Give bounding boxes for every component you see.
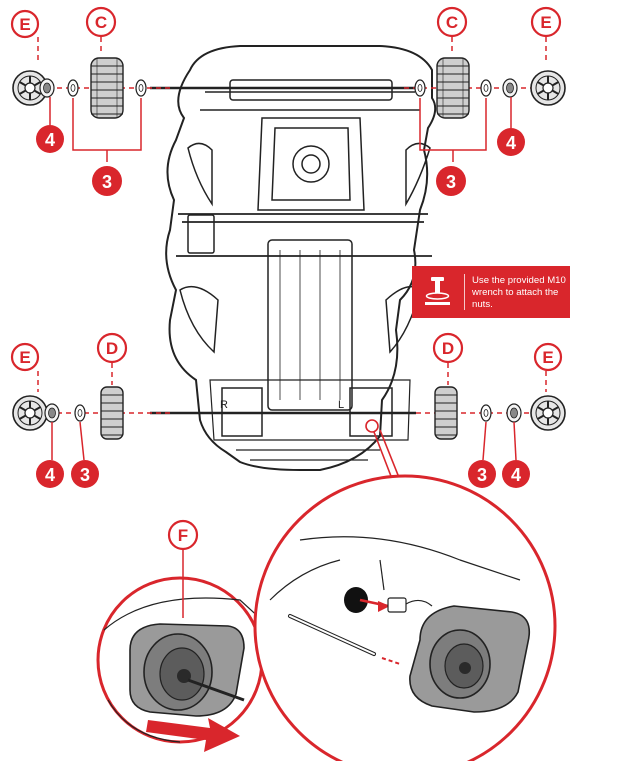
label-3-front-left: 3 xyxy=(102,172,112,192)
note-text: Use the provided M10 wrench to attach th… xyxy=(472,275,566,310)
label-4-front-left: 4 xyxy=(45,130,55,150)
label-circle-e-rear-right xyxy=(533,342,563,372)
label-c-right: C xyxy=(446,13,458,32)
washer-front-right-inner xyxy=(414,79,426,97)
label-circle-3-rear-right xyxy=(468,460,496,488)
tire-front-left xyxy=(90,57,124,119)
label-circle-d-right xyxy=(432,332,464,364)
label-circle-c-left xyxy=(85,6,117,38)
tire-front-right xyxy=(436,57,470,119)
label-circle-4-rear-right xyxy=(502,460,530,488)
label-4-front-right: 4 xyxy=(506,133,516,153)
label-circle-3-front-left xyxy=(92,166,122,196)
label-e-rear-left: E xyxy=(19,348,30,367)
washer-front-right-outer xyxy=(480,79,492,97)
rim-rear-right xyxy=(530,395,566,431)
detail-motor-installed xyxy=(96,549,264,752)
chassis-mark-right: R xyxy=(220,399,228,411)
socket-hole xyxy=(344,587,368,613)
label-circle-d-left xyxy=(96,332,128,364)
label-circle-3-rear-left xyxy=(71,460,99,488)
label-c-left: C xyxy=(95,13,107,32)
label-3-rear-left: 3 xyxy=(80,465,90,485)
label-e-front-right: E xyxy=(540,13,551,32)
wire-plug xyxy=(387,597,407,613)
note-divider xyxy=(464,274,465,310)
label-e-front-left: E xyxy=(19,15,30,34)
nut-front-left xyxy=(39,78,55,98)
label-3-rear-right: 3 xyxy=(477,465,487,485)
label-circle-4-rear-left xyxy=(36,460,64,488)
label-d-left: D xyxy=(106,339,118,358)
label-e-rear-right: E xyxy=(542,348,553,367)
label-circle-4-front-right xyxy=(497,128,525,156)
nut-rear-right xyxy=(506,403,522,423)
label-circle-c-right xyxy=(436,6,468,38)
rim-front-right xyxy=(530,70,566,106)
label-circle-4-front-left xyxy=(36,125,64,153)
label-f: F xyxy=(178,526,188,545)
washer-front-left-outer xyxy=(67,79,79,97)
wrench-icon xyxy=(425,277,450,305)
washer-front-left-inner xyxy=(135,79,147,97)
label-3-front-right: 3 xyxy=(446,172,456,192)
label-4-rear-left: 4 xyxy=(45,465,55,485)
label-d-right: D xyxy=(442,339,454,358)
wrench-note: Use the provided M10 wrench to attach th… xyxy=(412,266,570,318)
tire-rear-right xyxy=(434,386,458,440)
label-circle-e-front-right xyxy=(530,6,562,38)
chassis-mark-left: L xyxy=(338,399,344,411)
detail-motor-connection xyxy=(253,474,557,761)
label-circle-3-front-right xyxy=(436,166,466,196)
washer-rear-right xyxy=(480,404,492,422)
nut-front-right xyxy=(502,78,518,98)
label-circle-e-front-left xyxy=(10,9,40,39)
label-circle-e-rear-left xyxy=(10,342,40,372)
washer-rear-left xyxy=(74,404,86,422)
atv-chassis xyxy=(165,45,437,471)
nut-rear-left xyxy=(44,403,60,423)
rim-rear-left xyxy=(12,395,48,431)
washer-brackets xyxy=(72,98,487,162)
label-4-rear-right: 4 xyxy=(511,465,521,485)
tire-rear-left xyxy=(100,386,124,440)
